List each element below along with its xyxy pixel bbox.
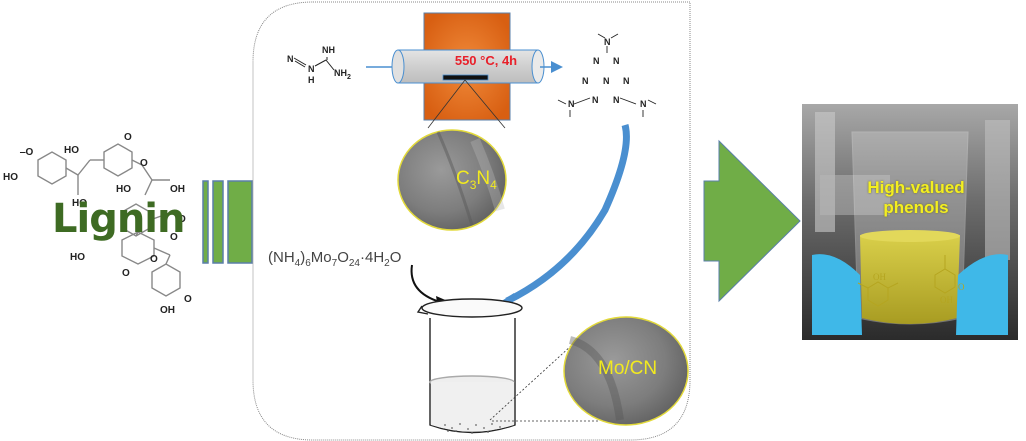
formula-part: ) <box>300 249 306 266</box>
glove-right <box>956 254 1008 335</box>
svg-text:N: N <box>593 56 600 66</box>
product-label-line1: High-valued <box>867 178 965 197</box>
mocn-label: Mo/CN <box>598 358 658 379</box>
svg-text:NH: NH <box>322 45 335 55</box>
glove-left <box>812 254 862 335</box>
formula-sub: 24 <box>348 258 360 269</box>
svg-text:O: O <box>958 282 965 292</box>
c3n4-n: N <box>476 168 491 189</box>
stripe-1 <box>202 180 209 264</box>
input-stripes <box>202 180 253 264</box>
svg-text:N: N <box>623 76 630 86</box>
svg-text:N: N <box>592 95 599 105</box>
svg-text:N: N <box>287 54 294 64</box>
tube-end-left <box>391 49 405 84</box>
phenol-structures <box>857 255 956 307</box>
svg-text:2: 2 <box>347 74 351 81</box>
svg-text:O: O <box>170 232 178 243</box>
svg-text:H: H <box>308 75 315 85</box>
svg-text:N: N <box>604 37 611 47</box>
svg-text:O: O <box>122 268 130 279</box>
c3n4-sub1: 3 <box>469 177 477 192</box>
beaker-powder <box>444 423 501 434</box>
aromatic-ring <box>121 203 151 237</box>
aromatic-ring <box>151 263 181 297</box>
zoom-line <box>489 344 573 421</box>
c3n4-c: C <box>456 168 470 189</box>
formula-sub: 6 <box>305 258 311 269</box>
svg-text:N: N <box>640 99 647 109</box>
synthesis-panel-border <box>252 1 691 441</box>
svg-text:HO: HO <box>64 145 79 156</box>
zoom-line <box>427 79 466 129</box>
svg-text:HO: HO <box>116 184 131 195</box>
svg-text:N: N <box>582 76 589 86</box>
svg-text:O: O <box>178 214 186 225</box>
svg-text:OH: OH <box>170 184 185 195</box>
svg-text:N: N <box>603 76 610 86</box>
svg-text:HO: HO <box>70 252 85 263</box>
stripe-2 <box>212 180 224 264</box>
svg-text:N: N <box>613 56 620 66</box>
product-label-line2: phenols <box>883 198 949 217</box>
svg-text:HO: HO <box>3 172 18 183</box>
melem-structure: N N N N N N N N N N <box>568 37 647 109</box>
mocn-tem-image <box>563 316 689 426</box>
zoom-line <box>464 79 506 129</box>
lignin-label: Lignin <box>52 196 185 242</box>
svg-text:N: N <box>308 64 315 74</box>
svg-text:O: O <box>150 254 158 265</box>
product-label: High-valued phenols <box>836 178 996 218</box>
black-curved-arrow <box>410 264 441 303</box>
c3n4-label: C3N4 <box>456 168 497 192</box>
sample-boat <box>442 74 489 81</box>
formula-part: (NH <box>268 249 295 266</box>
formula-part: O <box>337 249 349 266</box>
c3n4-sub2: 4 <box>490 177 497 192</box>
c3n4-tem-image <box>397 129 507 231</box>
furnace-condition-label: 550 °C, 4h <box>454 53 518 68</box>
dicyandiamide-bonds <box>293 57 335 71</box>
beaker <box>416 298 523 434</box>
lignin-structure <box>37 143 181 297</box>
product-photo: OH OH O <box>802 104 1018 340</box>
svg-text:‒O: ‒O <box>19 147 34 158</box>
svg-text:HO: HO <box>72 198 87 209</box>
svg-text:N: N <box>613 95 620 105</box>
svg-text:OH: OH <box>940 295 953 305</box>
blue-curved-arrow <box>505 124 630 305</box>
stripe-3 <box>227 180 253 264</box>
svg-text:NH: NH <box>334 68 347 78</box>
molybdate-precursor-label: (NH4)6Mo7O24·4H2O <box>268 249 401 269</box>
formula-part: ·4H <box>360 249 385 266</box>
aromatic-ring <box>103 143 133 177</box>
svg-text:OH: OH <box>160 305 175 316</box>
aromatic-ring <box>37 151 67 185</box>
svg-text:N: N <box>568 99 575 109</box>
formula-sub: 7 <box>331 258 338 269</box>
formula-sub: 2 <box>384 258 390 269</box>
dicyandiamide-structure: N NH N H NH 2 <box>287 45 351 85</box>
lignin-atom-labels: ‒O HO HO O O HO OH O HO HO O O O O OH <box>3 132 192 316</box>
main-process-arrow <box>703 139 801 303</box>
svg-text:O: O <box>124 132 132 143</box>
svg-text:O: O <box>140 158 148 169</box>
svg-text:O: O <box>184 294 192 305</box>
formula-part: O <box>389 249 402 266</box>
melem-bonds <box>557 33 657 117</box>
formula-sub: 4 <box>294 258 301 269</box>
formula-part: Mo <box>310 249 332 266</box>
svg-text:OH: OH <box>873 272 886 282</box>
